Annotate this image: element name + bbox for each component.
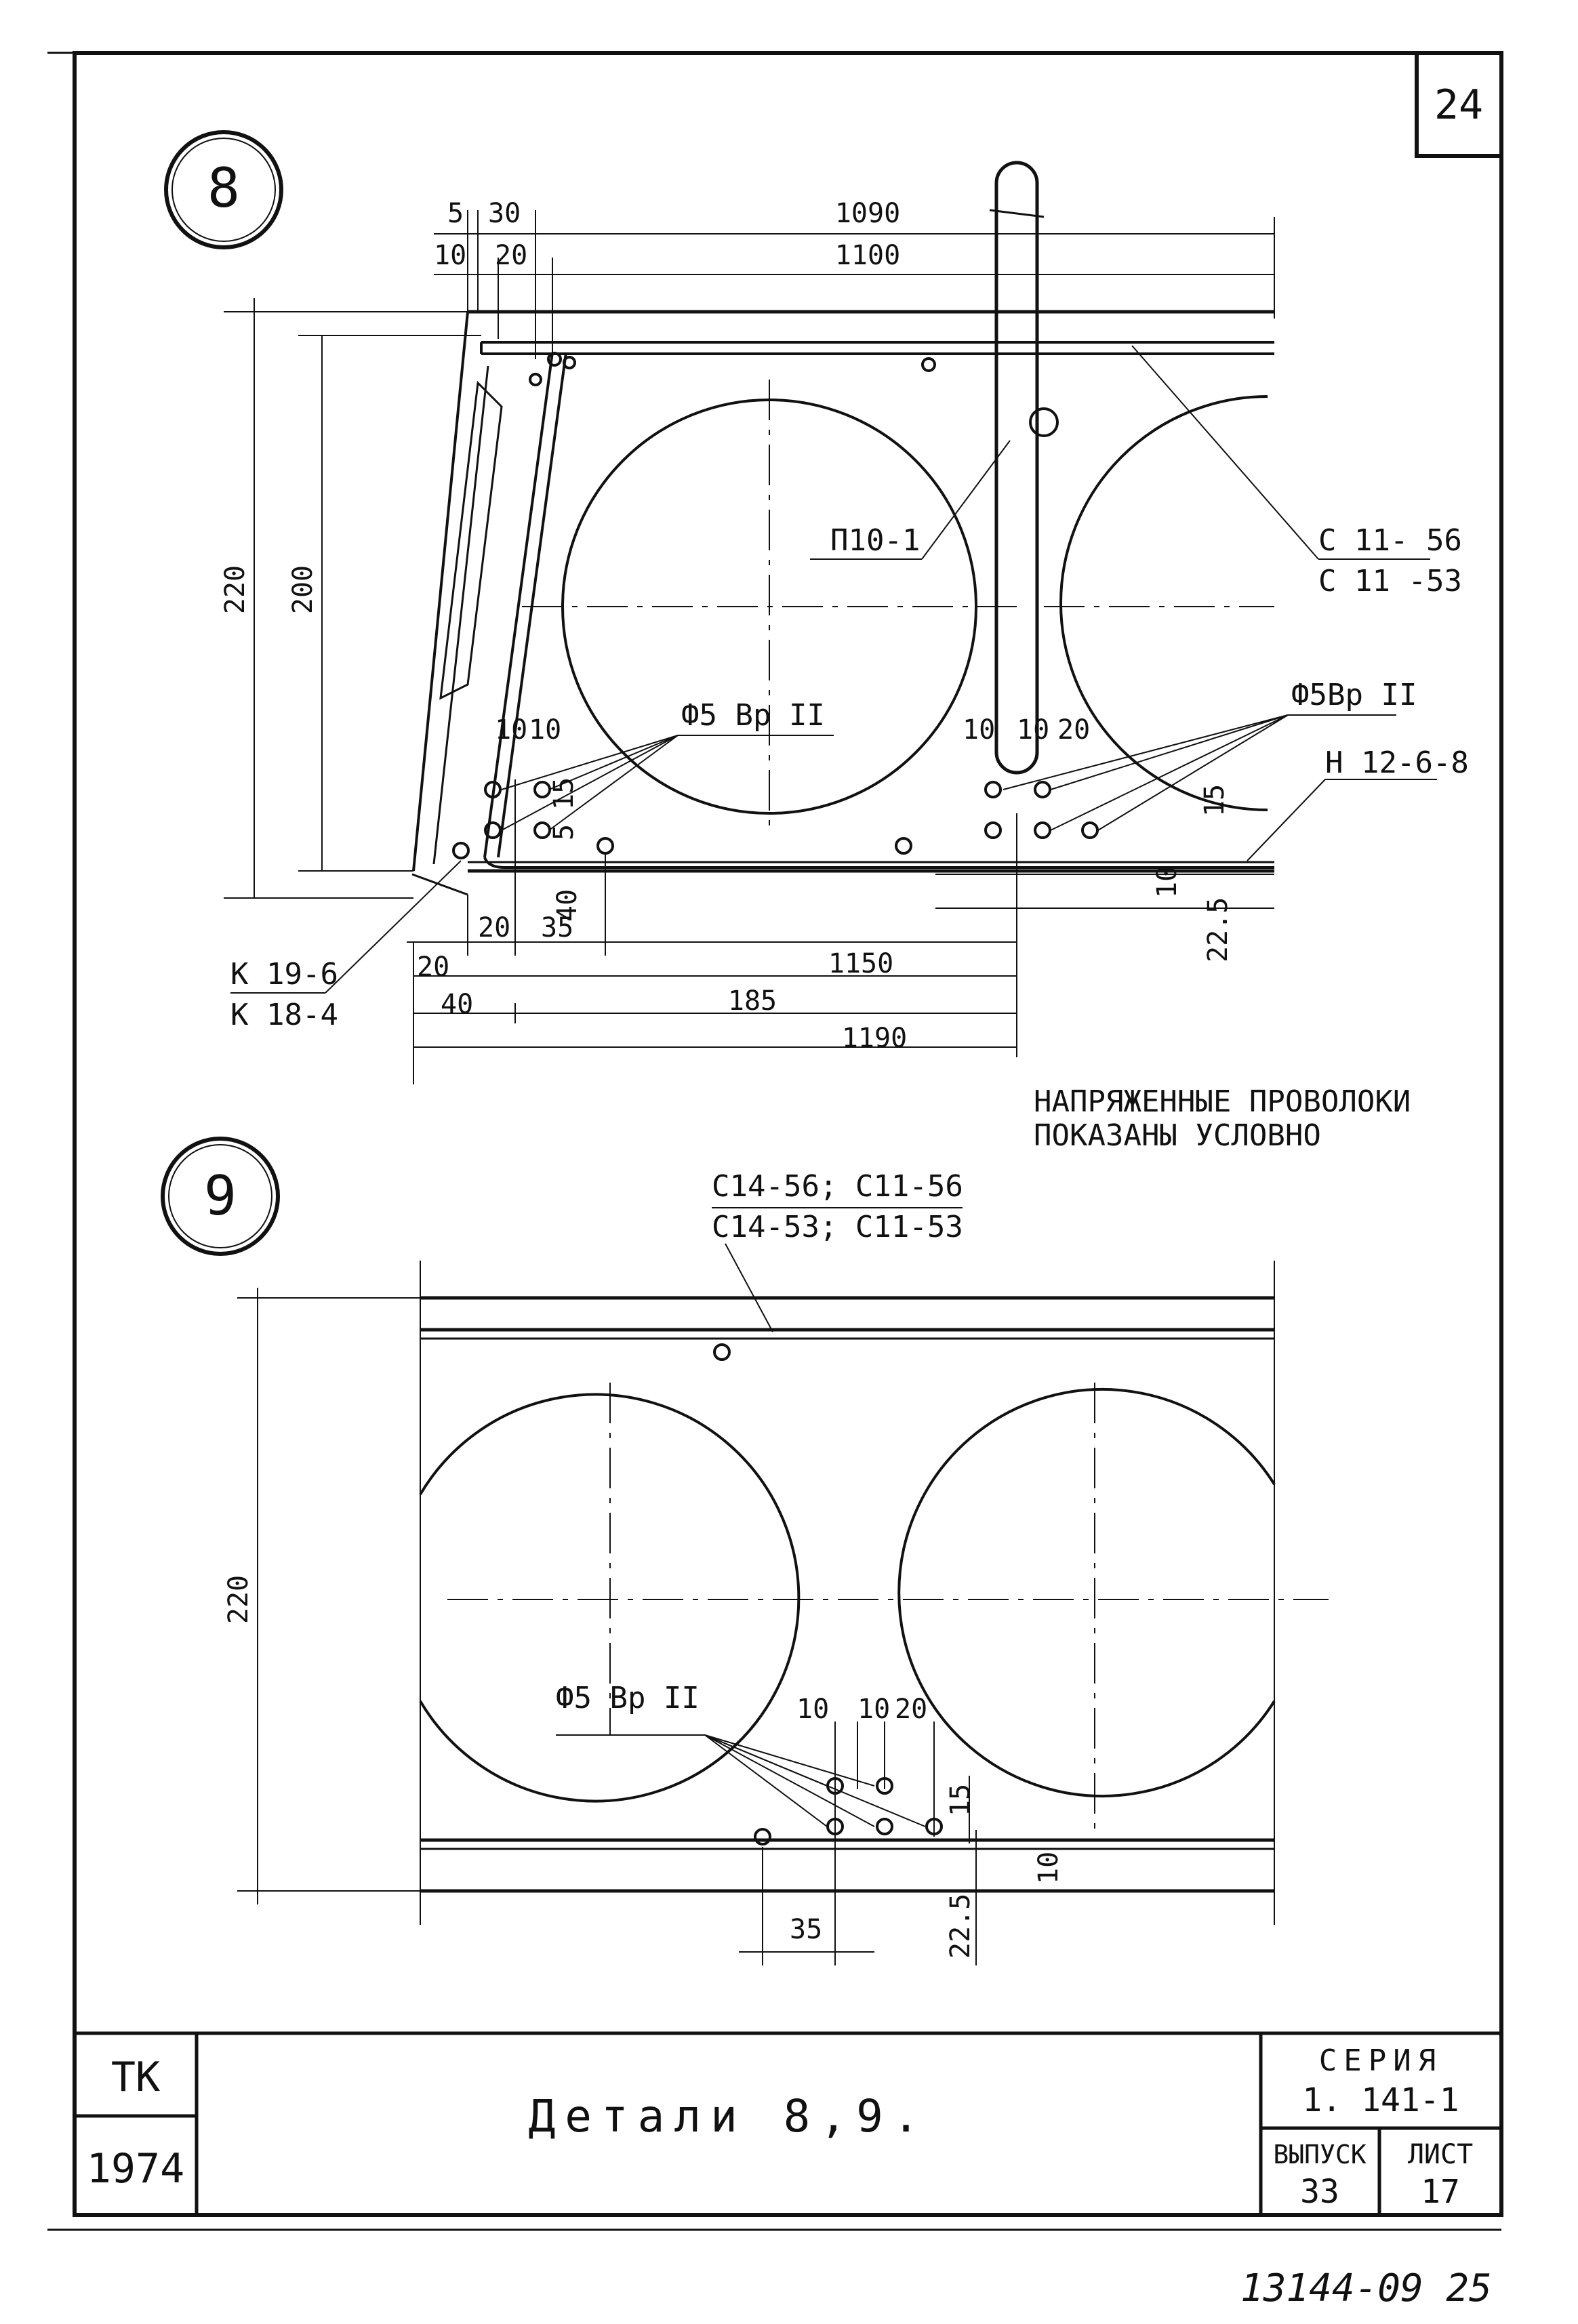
- note-line-1: НАПРЯЖЕННЫЕ ПРОВОЛОКИ: [1034, 1084, 1411, 1119]
- detail-8-leaders: [230, 345, 1437, 994]
- dim9-10a: 10: [796, 1694, 829, 1725]
- label-phi-9: Ф5 Вр II: [556, 1681, 700, 1715]
- dim-22-5: 22.5: [1202, 897, 1234, 962]
- note-line-2: ПОКАЗАНЫ УСЛОВНО: [1034, 1118, 1321, 1153]
- dim-35: 35: [541, 912, 573, 943]
- drawing-title: Детали 8,9.: [528, 2090, 929, 2142]
- dim-15-right: 15: [1199, 784, 1230, 817]
- dim-5: 5: [447, 198, 464, 229]
- detail-9: 9 С14-56; С11-56 С14-53; С11-53 Ф5 Вр II: [161, 1137, 1329, 1965]
- detail-8-frame-k19: [483, 352, 1274, 869]
- detail-9-void-2: [897, 1388, 1276, 1797]
- detail-9-number: 9: [204, 1164, 237, 1227]
- dim-40-left: 40: [552, 889, 583, 922]
- label-c11-top: С 11- 56: [1318, 523, 1462, 558]
- detail-8-dimension-text: 5 30 1090 10 20 1100 220 200 10 10 15 5 …: [220, 198, 1234, 1054]
- detail-8-labels: П10-1 С 11- 56 С 11 -53 Ф5 Вр II Ф5Вр II…: [230, 523, 1469, 1032]
- dim-5-left: 5: [548, 824, 580, 840]
- label-phi-left: Ф5 Вр II: [681, 698, 825, 733]
- sheet-value: 17: [1421, 2173, 1460, 2211]
- label-phi-right: Ф5Вр II: [1291, 678, 1417, 712]
- dim-1100: 1100: [835, 240, 900, 271]
- detail-8-slab: [411, 310, 1274, 896]
- dim-10b: 10: [529, 714, 561, 746]
- issue-label: ВЫПУСК: [1273, 2140, 1366, 2169]
- detail-9-slab: [420, 1261, 1275, 1925]
- dim-185: 185: [728, 985, 777, 1017]
- label-n12: Н 12-6-8: [1325, 746, 1469, 780]
- label-k18: К 18-4: [230, 998, 338, 1032]
- sheet-frame: [47, 51, 1503, 2231]
- detail-8-dimension-lines: [224, 210, 1275, 1084]
- label-p10: П10-1: [830, 523, 920, 558]
- detail-8-wires: [484, 781, 1099, 839]
- detail-9-marker: [161, 1137, 280, 1256]
- dim9-10b: 10: [857, 1694, 890, 1725]
- dim-30: 30: [488, 198, 521, 229]
- dim-20-low: 20: [417, 952, 449, 983]
- detail-8-centerlines: [522, 380, 1274, 834]
- archive-number: 13144-09 25: [1240, 2266, 1492, 2310]
- issue-value: 33: [1300, 2173, 1339, 2211]
- dim-20-bottom: 20: [478, 912, 510, 943]
- dim-20c: 20: [1057, 714, 1090, 746]
- label-c14-bottom: С14-53; С11-53: [712, 1210, 963, 1244]
- dim-1090: 1090: [835, 198, 900, 229]
- detail-8-void-2: [1059, 395, 1268, 811]
- detail-9-centerlines: [447, 1383, 1329, 1830]
- detail-9-dimension-text: 220 10 10 20 15 10 22.5 35: [223, 1575, 1064, 1959]
- detail-8: 8: [164, 130, 1469, 1153]
- dim-1150: 1150: [828, 948, 893, 979]
- dim9-20: 20: [895, 1694, 927, 1725]
- dim-200: 200: [287, 565, 319, 614]
- sheet-label: ЛИСТ: [1408, 2139, 1473, 2170]
- detail-9-labels: С14-56; С11-56 С14-53; С11-53 Ф5 Вр II: [556, 1169, 963, 1715]
- year: 1974: [87, 2145, 185, 2193]
- detail-8-loop-p10: [994, 161, 1039, 775]
- dim9-35: 35: [790, 1914, 822, 1945]
- dim-10d: 10: [1017, 714, 1049, 746]
- detail-9-void-1: [419, 1393, 801, 1803]
- label-c11-bottom: С 11 -53: [1318, 564, 1462, 598]
- detail-8-top-mesh: [480, 341, 1274, 355]
- dim-10-right: 10: [1152, 865, 1183, 898]
- dim9-22-5: 22.5: [945, 1894, 976, 1959]
- dim-20: 20: [495, 240, 527, 271]
- detail-8-holes: [452, 352, 1059, 859]
- detail-8-marker: [164, 130, 283, 249]
- dim-10c: 10: [963, 714, 995, 746]
- detail-8-number: 8: [207, 157, 240, 220]
- detail-9-leaders: [556, 1734, 926, 1827]
- org-code: ТК: [111, 2054, 160, 2101]
- series-value: 1. 141-1: [1302, 2081, 1459, 2119]
- dim9-220: 220: [223, 1575, 254, 1624]
- detail-9-dimension-lines: [237, 1288, 977, 1965]
- sheet-number-box: 24: [1415, 51, 1503, 158]
- dim9-15: 15: [945, 1784, 976, 1816]
- title-block: ТК 1974 Детали 8,9. СЕРИЯ 1. 141-1 ВЫПУС…: [75, 2031, 1501, 2215]
- dim9-10-right: 10: [1033, 1852, 1064, 1884]
- dim-15-left: 15: [548, 777, 580, 810]
- series-label: СЕРИЯ: [1319, 2043, 1442, 2078]
- sheet-number: 24: [1434, 81, 1483, 129]
- label-c14-top: С14-56; С11-56: [712, 1169, 963, 1204]
- label-k19: К 19-6: [230, 957, 338, 992]
- dim-40: 40: [441, 989, 473, 1020]
- dim-1190: 1190: [842, 1023, 907, 1054]
- detail-9-wires: [713, 1343, 943, 1846]
- dim-10a: 10: [495, 714, 527, 746]
- dim-220: 220: [220, 565, 251, 614]
- dim-10: 10: [434, 240, 466, 271]
